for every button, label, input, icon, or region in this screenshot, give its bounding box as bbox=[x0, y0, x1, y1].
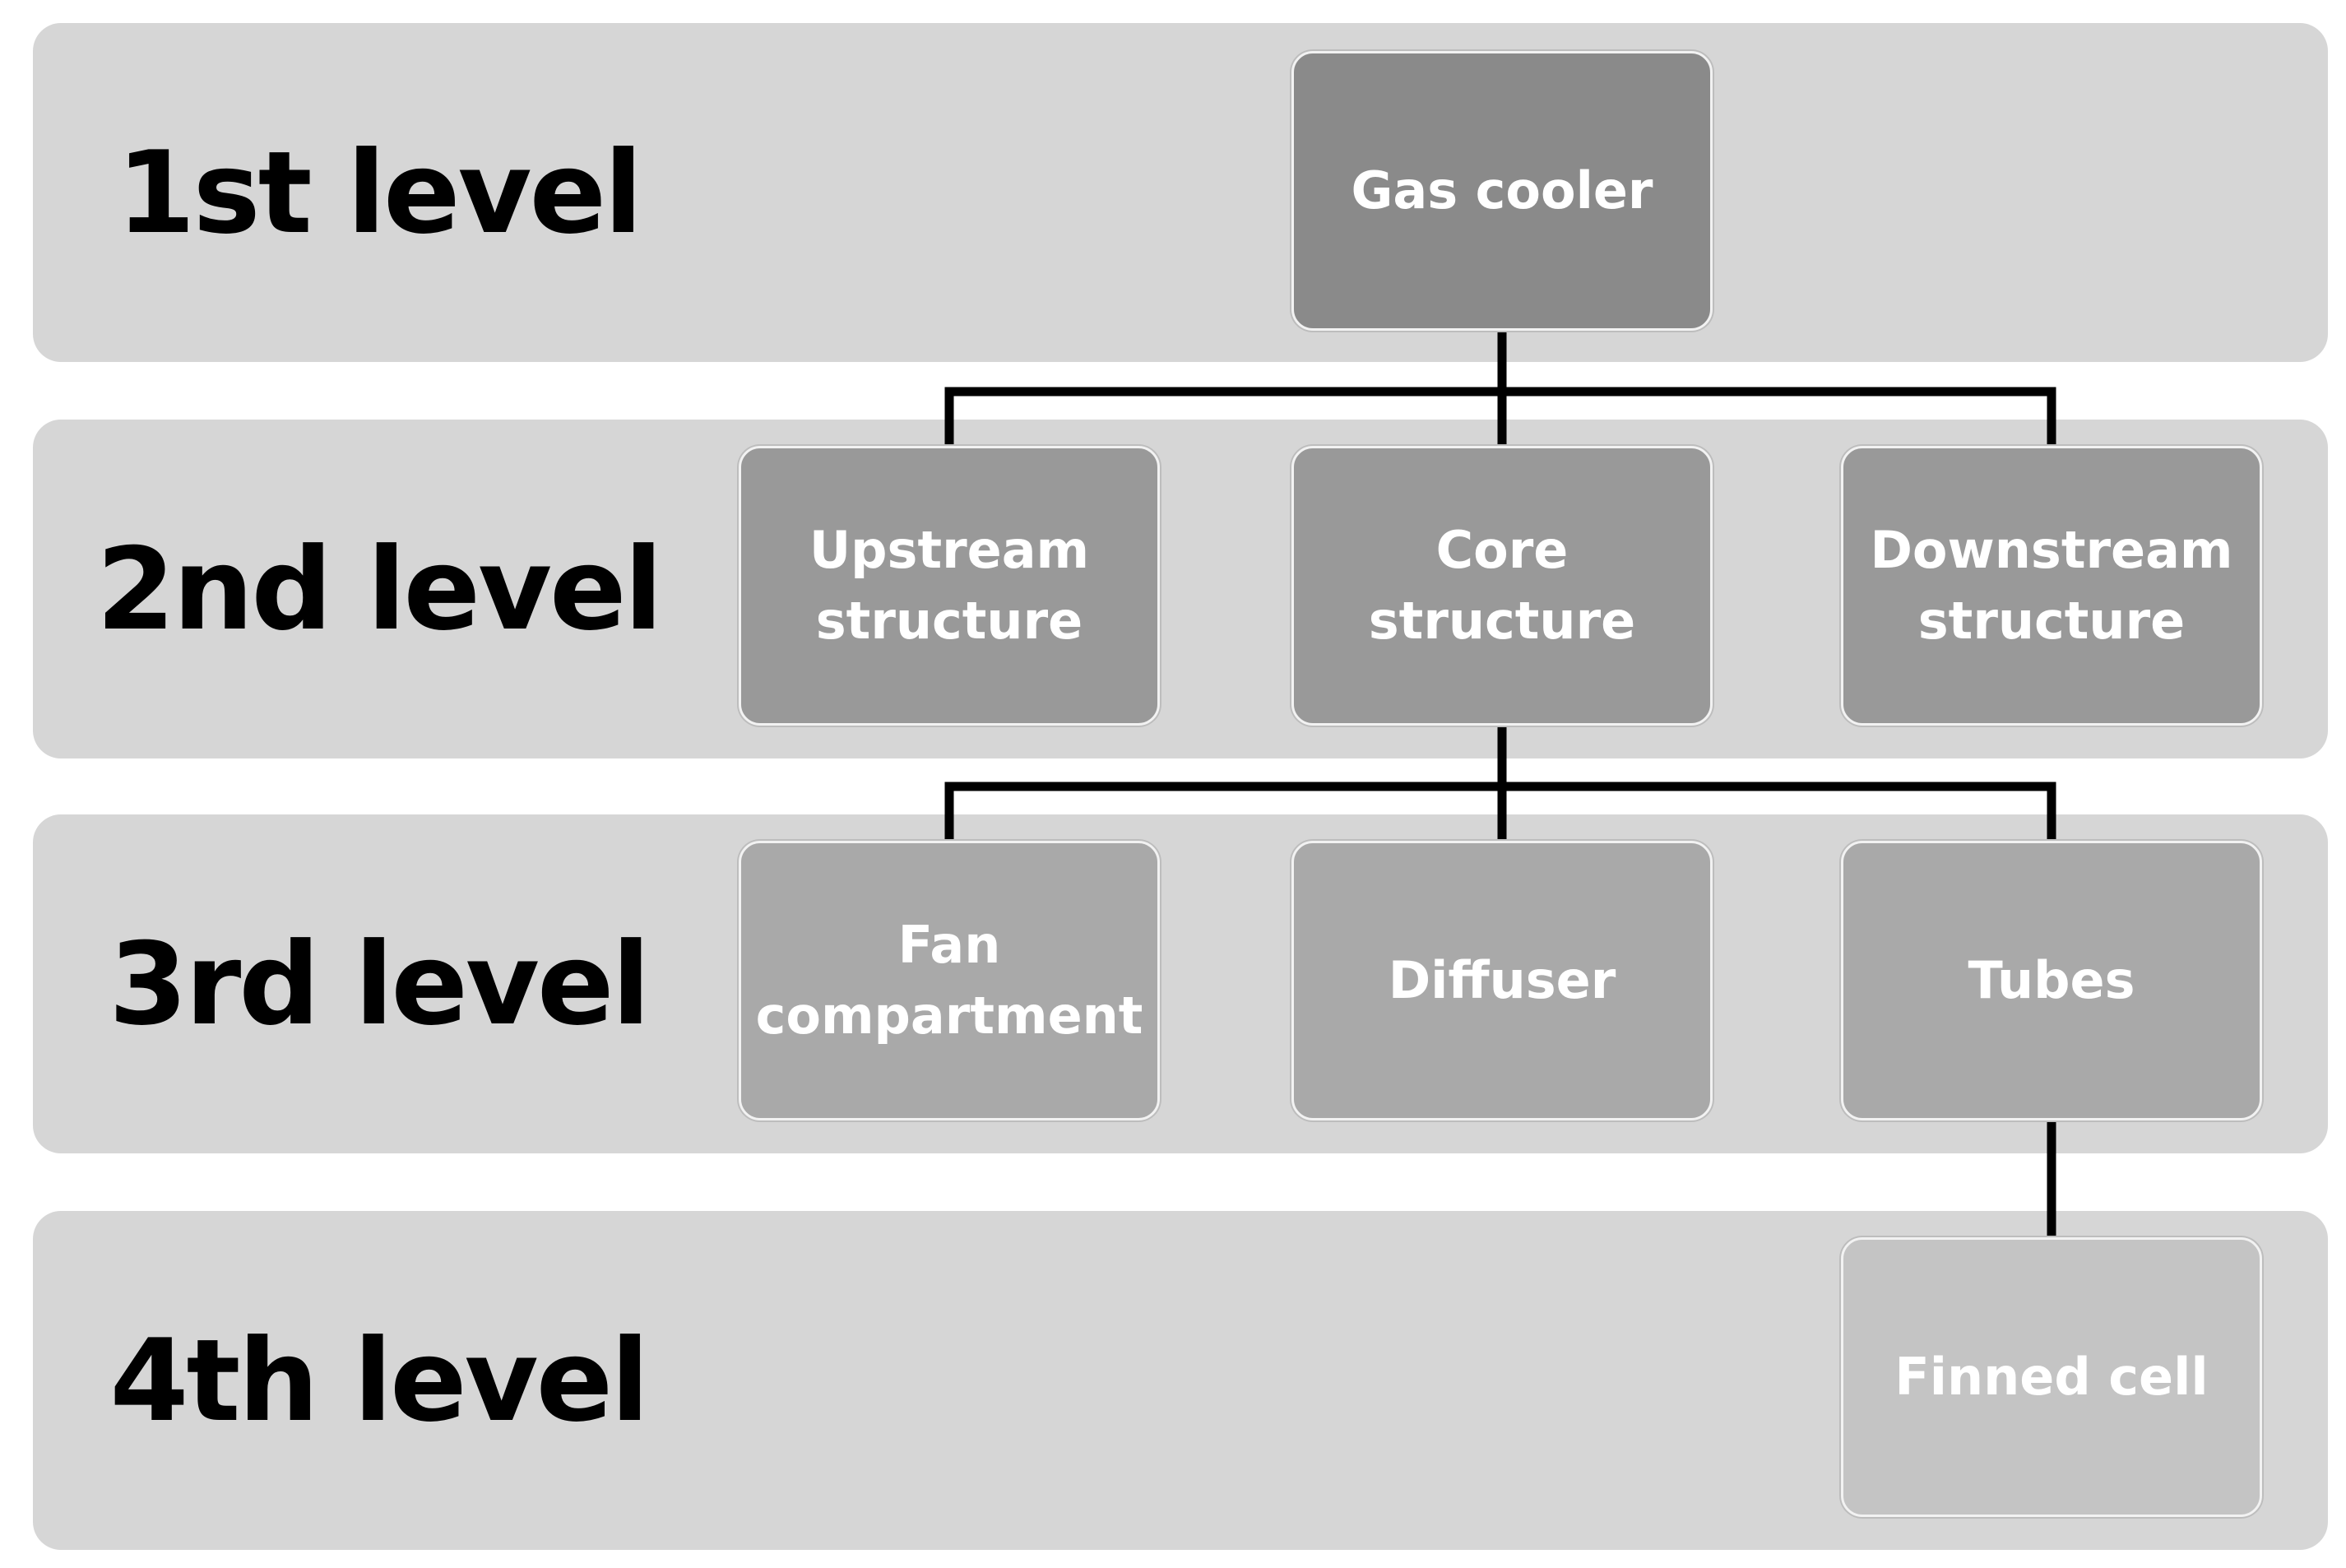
node-upstream-structure: Upstream structure bbox=[739, 446, 1160, 726]
node-fan-compartment: Fan compartment bbox=[739, 841, 1160, 1120]
level-label-2: 2nd level bbox=[96, 522, 663, 656]
node-tubes: Tubes bbox=[1841, 841, 2262, 1120]
node-finned-cell: Finned cell bbox=[1841, 1237, 2262, 1517]
level-band-1: 1st level bbox=[33, 23, 2328, 362]
level-label-4: 4th level bbox=[109, 1314, 649, 1447]
node-core-structure: Core structure bbox=[1291, 446, 1713, 726]
node-gas-cooler: Gas cooler bbox=[1291, 51, 1713, 331]
node-downstream-structure: Downstream structure bbox=[1841, 446, 2262, 726]
node-diffuser: Diffuser bbox=[1291, 841, 1713, 1120]
level-label-1: 1st level bbox=[116, 126, 643, 259]
level-label-3: 3rd level bbox=[109, 917, 651, 1051]
